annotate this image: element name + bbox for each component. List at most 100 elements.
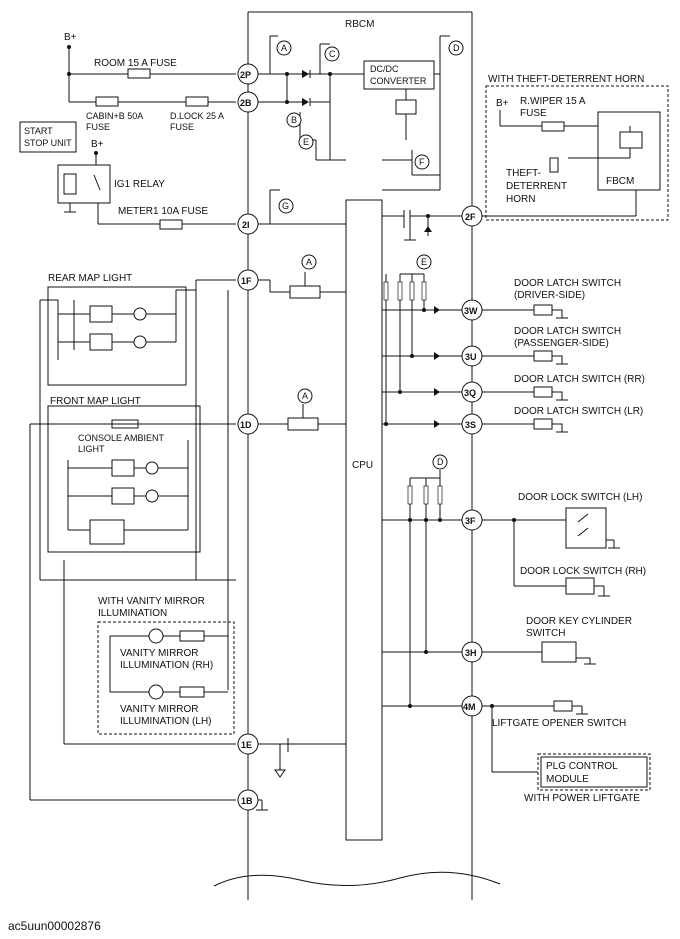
vanity-title-2: ILLUMINATION xyxy=(98,608,167,619)
rwiper-fuse-label-1: R.WIPER 15 A xyxy=(520,96,586,107)
plg-label-2: MODULE xyxy=(546,774,589,785)
door-latch-switch-lr xyxy=(533,418,553,430)
vanity-rh-label-1: VANITY MIRROR xyxy=(120,648,199,659)
pin-3h-label: 3H xyxy=(465,648,477,658)
vanity-title-1: WITH VANITY MIRROR xyxy=(98,596,205,607)
fbcm-box xyxy=(597,111,661,191)
callout-c-label: C xyxy=(329,49,336,59)
callout-a-1f xyxy=(301,254,317,270)
ig1-relay-label: IG1 RELAY xyxy=(114,179,165,190)
callout-f xyxy=(414,154,430,170)
dcdc-label-2: CONVERTER xyxy=(370,76,427,86)
pin-2p-label: 2P xyxy=(240,70,251,80)
power-liftgate-label: WITH POWER LIFTGATE xyxy=(524,793,640,804)
pin-3u-label: 3U xyxy=(465,352,477,362)
dl-passenger-label-2: (PASSENGER-SIDE) xyxy=(514,338,609,349)
callout-g xyxy=(278,198,294,214)
pin-3f-label: 3F xyxy=(465,516,476,526)
dl-lr-label: DOOR LATCH SWITCH (LR) xyxy=(514,406,643,417)
dlock-fuse xyxy=(185,96,209,107)
meter-fuse xyxy=(159,219,183,230)
vanity-lh-label-2: ILLUMINATION (LH) xyxy=(120,716,212,727)
callout-e-top xyxy=(298,134,314,150)
dl-rr-label: DOOR LATCH SWITCH (RR) xyxy=(514,374,645,385)
door-lock-switch-lh xyxy=(565,507,607,549)
lock-rh-label: DOOR LOCK SWITCH (RH) xyxy=(520,566,646,577)
callout-g-label: G xyxy=(282,201,289,211)
pin-3w-label: 3W xyxy=(464,306,478,316)
callout-e-right xyxy=(416,254,432,270)
ig1-relay xyxy=(57,164,111,204)
b-plus-label-top: B+ xyxy=(64,32,77,43)
callout-a-1d xyxy=(297,388,313,404)
dlock-fuse-label-1: D.LOCK 25 A xyxy=(170,111,224,121)
plg-control-module xyxy=(537,753,651,791)
cabin-fuse-label-2: FUSE xyxy=(86,122,110,132)
dlock-fuse-label-2: FUSE xyxy=(170,122,194,132)
dl-driver-label-1: DOOR LATCH SWITCH xyxy=(514,278,621,289)
rbcm-label: RBCM xyxy=(345,19,374,30)
pin-1b-label: 1B xyxy=(241,796,253,806)
key-cyl-label-2: SWITCH xyxy=(526,628,565,639)
door-lock-switch-rh xyxy=(565,577,595,595)
vanity-rh-label-2: ILLUMINATION (RH) xyxy=(120,660,213,671)
driver-a-1d xyxy=(287,417,319,431)
meter-fuse-label: METER1 10A FUSE xyxy=(118,206,208,217)
start-stop-unit xyxy=(19,121,77,153)
dl-driver-label-2: (DRIVER-SIDE) xyxy=(514,290,585,301)
theft-deterrent-box xyxy=(485,85,669,221)
theft-horn-icon xyxy=(549,157,559,173)
callout-a-top-label: A xyxy=(281,43,287,53)
pin-1f-label: 1F xyxy=(241,276,252,286)
room-fuse-label: ROOM 15 A FUSE xyxy=(94,58,177,69)
liftgate-opener-switch xyxy=(553,700,573,712)
rwiper-fuse-label-2: FUSE xyxy=(520,108,547,119)
vanity-mirror-box xyxy=(97,621,235,735)
pin-1e-label: 1E xyxy=(241,740,252,750)
lock-lh-label: DOOR LOCK SWITCH (LH) xyxy=(518,492,642,503)
rear-map-light-label: REAR MAP LIGHT xyxy=(48,273,132,284)
start-stop-label-2: STOP UNIT xyxy=(24,138,72,148)
callout-d-top xyxy=(448,40,464,56)
pin-4m-label: 4M xyxy=(463,702,476,712)
fbcm-label: FBCM xyxy=(606,176,634,187)
front-map-light-box xyxy=(47,405,201,553)
room-fuse xyxy=(127,68,151,79)
cpu-block xyxy=(345,199,383,841)
footer-code: ac5uun00002876 xyxy=(8,919,101,933)
liftgate-label: LIFTGATE OPENER SWITCH xyxy=(492,718,626,729)
callout-e-top-label: E xyxy=(303,137,309,147)
callout-a-1d-label: A xyxy=(302,391,308,401)
callout-c xyxy=(324,46,340,62)
theft-horn-label-3: HORN xyxy=(506,194,535,205)
cabin-fuse-label-1: CABIN+B 50A xyxy=(86,111,143,121)
callout-b-label: B xyxy=(291,115,297,125)
dcdc-regulator xyxy=(395,99,417,115)
callout-b xyxy=(286,112,302,128)
theft-horn-label-1: THEFT- xyxy=(506,168,541,179)
callout-a-top xyxy=(276,40,292,56)
rear-map-light-box xyxy=(47,286,187,386)
door-latch-switch-driver xyxy=(533,304,553,316)
callout-f-label: F xyxy=(419,157,425,167)
pin-1d-label: 1D xyxy=(240,420,252,430)
callout-a-1f-label: A xyxy=(306,257,312,267)
callout-d-top-label: D xyxy=(453,43,460,53)
key-cyl-label-1: DOOR KEY CYLINDER xyxy=(526,616,632,627)
cabin-fuse xyxy=(95,96,119,107)
b-plus-label-theft: B+ xyxy=(496,98,509,109)
cpu-label: CPU xyxy=(352,460,373,471)
start-stop-label-1: START xyxy=(24,126,53,136)
pin-3q-label: 3Q xyxy=(464,388,476,398)
dcdc-converter xyxy=(363,60,435,90)
theft-horn-label-2: DETERRENT xyxy=(506,181,567,192)
pin-3s-label: 3S xyxy=(465,420,476,430)
pin-2f-label: 2F xyxy=(465,212,476,222)
dl-passenger-label-1: DOOR LATCH SWITCH xyxy=(514,326,621,337)
rwiper-fuse xyxy=(541,121,565,132)
callout-d-right-label: D xyxy=(437,457,444,467)
plg-label-1: PLG CONTROL xyxy=(546,761,618,772)
pin-2i-label: 2I xyxy=(242,220,250,230)
callout-d-right xyxy=(432,454,448,470)
pin-2b-label: 2B xyxy=(240,98,252,108)
